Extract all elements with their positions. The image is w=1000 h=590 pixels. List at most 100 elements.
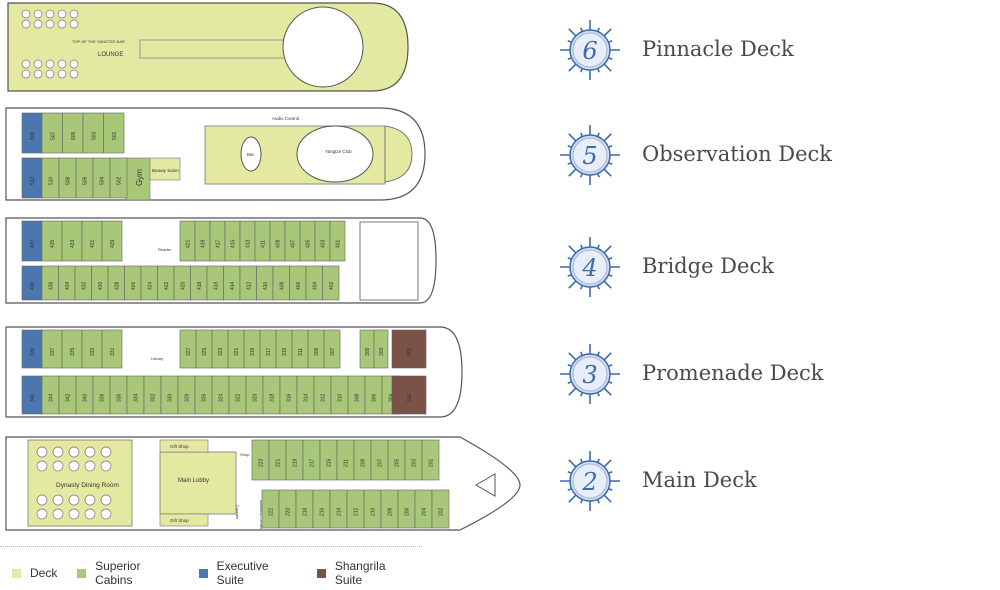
legend: Deck Superior Cabins Executive Suite Sha…	[0, 546, 422, 587]
cabin-number: 508	[66, 176, 72, 185]
cabin-number: 420	[180, 281, 186, 290]
business-label: Business Center	[259, 500, 264, 530]
cabin-331	[101, 329, 123, 369]
cabin-number: 340	[83, 393, 89, 402]
cabin-number: 303	[379, 347, 385, 356]
cabin-number: 312	[321, 393, 327, 402]
table-icon	[100, 460, 112, 472]
cabin-301	[391, 329, 427, 369]
cabin-number: 320	[253, 393, 259, 402]
cabin-number: 314	[304, 393, 310, 402]
cabin-number: 332	[151, 393, 157, 402]
cabin-number: 404	[312, 281, 318, 290]
table-icon	[33, 9, 43, 19]
cabin-number: 331	[110, 347, 116, 356]
library-label: Library	[151, 356, 163, 361]
cabin-401	[329, 220, 346, 262]
cabin-number: 309	[314, 347, 320, 356]
cabin-number: 221	[276, 458, 282, 467]
table-icon	[52, 460, 64, 472]
cabin-number: 219	[293, 458, 299, 467]
cabin-number: 502	[117, 176, 123, 185]
cabin-number: 507	[50, 131, 56, 140]
table-icon	[69, 69, 79, 79]
cabin-number: 436	[48, 281, 54, 290]
cabin-number: 305	[365, 347, 371, 356]
cabin-number: 342	[66, 393, 72, 402]
cabin-number: 203	[412, 458, 418, 467]
cabin-number: 503	[91, 131, 97, 140]
cabin-number: 509	[30, 131, 36, 140]
cabin-number: 326	[202, 393, 208, 402]
gym-room	[125, 157, 151, 201]
legend-item-executive: Executive Suite	[198, 559, 297, 587]
main-lobby	[159, 451, 237, 515]
table-icon	[84, 446, 96, 458]
cabin-number: 506	[83, 176, 89, 185]
bar-label: Bar	[247, 152, 255, 157]
legend-label-shangrila: Shangrila Suite	[334, 559, 386, 587]
cabin-303	[373, 329, 389, 369]
cabin-number: 418	[197, 281, 203, 290]
table-icon	[57, 59, 67, 69]
cabin-number: 316	[287, 393, 293, 402]
legend-swatch-executive	[198, 568, 208, 578]
cabin-number: 505	[71, 131, 77, 140]
cabin-number: 337	[50, 347, 56, 356]
bridge-area	[359, 221, 419, 301]
cabin-number: 339	[30, 347, 36, 356]
cabin-501	[103, 112, 125, 154]
deck-5-plan: Gym Beauty Salon Bar Yangtze Club Audio …	[5, 107, 426, 201]
cabin-number: 411	[261, 240, 267, 248]
table-icon	[100, 494, 112, 506]
table-icon	[69, 19, 79, 29]
gift-shop-bottom	[159, 513, 209, 527]
cabin-number: 301	[407, 347, 413, 356]
lounge-label: LOUNGE	[98, 52, 123, 58]
deck-5-bow-lounge	[384, 125, 413, 183]
deck-name-label: Pinnacle Deck	[642, 37, 794, 61]
table-icon	[68, 494, 80, 506]
cabin-number: 336	[117, 393, 123, 402]
table-icon	[68, 446, 80, 458]
cabin-number: 333	[90, 347, 96, 356]
legend-label-superior: Superior Cabins	[95, 559, 141, 587]
legend-swatch-shangrila	[317, 568, 326, 578]
deck-number-badge: 5	[560, 125, 620, 185]
table-icon	[36, 494, 48, 506]
cabin-number: 407	[291, 239, 297, 248]
cabin-number: 317	[266, 347, 272, 356]
table-icon	[68, 508, 80, 520]
deck-number-badge: 2	[560, 451, 620, 511]
cabin-number: 338	[100, 393, 106, 402]
cabin-number: 321	[234, 347, 240, 356]
cabin-number: 402	[329, 281, 335, 290]
cabin-number: 424	[147, 281, 153, 290]
table-icon	[68, 460, 80, 472]
table-icon	[45, 9, 55, 19]
cabin-number: 201	[429, 458, 435, 467]
cabin-number: 223	[259, 458, 265, 467]
cabin-number: 422	[164, 281, 170, 290]
counter-label: Counter	[235, 505, 240, 520]
cabin-number: 222	[269, 507, 275, 516]
table-icon	[52, 508, 64, 520]
deck-6-helipad	[282, 6, 364, 88]
cabin-number: 318	[270, 393, 276, 402]
legend-swatch-superior	[77, 568, 87, 578]
cabin-number: 432	[81, 281, 87, 290]
cabin-number: 433	[70, 239, 76, 248]
table-icon	[45, 19, 55, 29]
cabin-number: 417	[216, 239, 222, 248]
cabin-number: 429	[110, 239, 116, 248]
beauty-label: Beauty Salon	[152, 168, 179, 173]
table-icon	[36, 508, 48, 520]
cabin-number: 428	[114, 281, 120, 290]
cabin-number: 323	[218, 347, 224, 356]
cabin-number: 208	[388, 507, 394, 516]
cabin-number: 322	[236, 393, 242, 402]
cabin-number: 412	[246, 281, 252, 290]
cabin-number: 214	[337, 507, 343, 516]
cabin-201	[421, 439, 440, 481]
